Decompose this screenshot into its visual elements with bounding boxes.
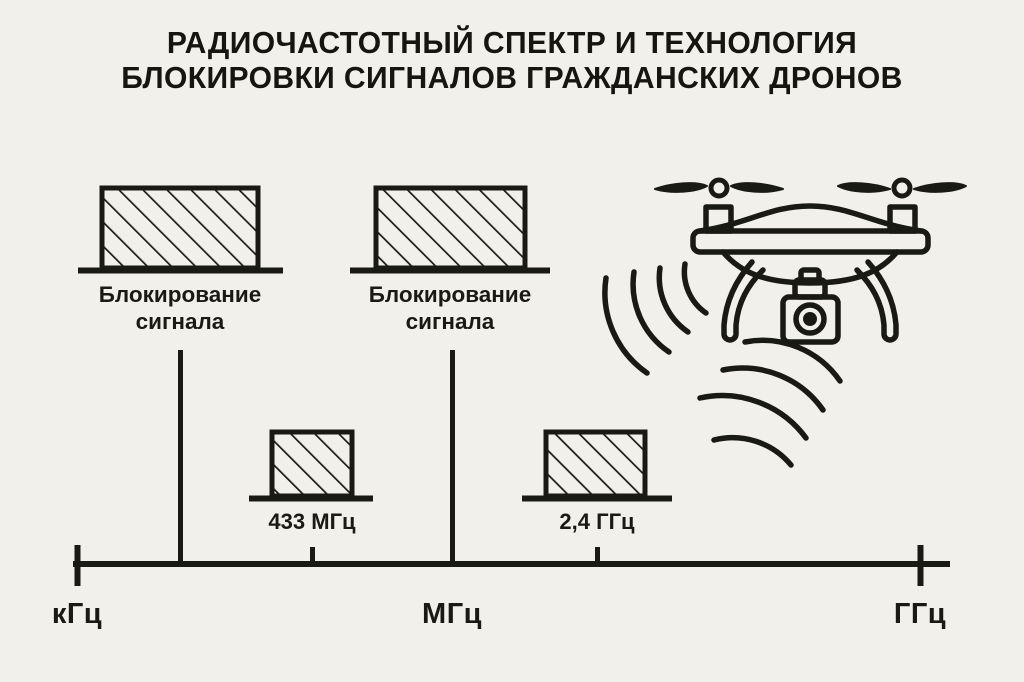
landing-leg-left [721,259,766,343]
signal-433-label: 433 МГц [268,509,356,534]
jammer-right-bar [373,185,528,271]
axis-label-mhz: МГц [422,598,482,630]
radio-wave-arcs-left [602,261,709,376]
radio-wave-arcs-lower [697,337,843,468]
propeller-hub-right [891,177,913,199]
propeller-hub-left [708,177,730,199]
frequency-axis [73,545,950,586]
signal-24-label: 2,4 ГГц [559,509,635,534]
signal-block-433 [249,429,373,502]
propeller-blade-left-inner [730,182,784,193]
camera-lens-outer [793,302,827,336]
jammer-block-left [78,185,283,274]
camera-housing [780,294,841,345]
signal-24-bar [543,429,648,499]
jammer-left-label: Блокирование сигнала [60,281,300,336]
title-line-2: БЛОКИРОВКИ СИГНАЛОВ ГРАЖДАНСКИХ ДРОНОВ [121,59,903,95]
drone-body-deck [690,228,931,255]
propeller-blade-left-outer [654,182,708,193]
axis-label-ghz: ГГц [893,598,947,630]
drone-body-canopy [697,203,924,234]
jammer-block-right [350,185,550,274]
drone-icon [654,177,967,345]
signal-block-24 [522,429,672,502]
jammer-right-label-line1: Блокирование [368,282,532,307]
propeller-blade-right-inner [837,182,891,193]
jammer-right-label: Блокирование сигнала [330,281,570,336]
page-title: РАДИОЧАСТОТНЫЙ СПЕКТР И ТЕХНОЛОГИЯ БЛОКИ… [0,25,1024,95]
jammer-left-label-line2: сигнала [135,309,225,335]
propeller-blade-right-outer [913,182,967,193]
axis-label-khz: кГц [51,598,103,630]
landing-leg-right [854,259,899,343]
title-line-1: РАДИОЧАСТОТНЫЙ СПЕКТР И ТЕХНОЛОГИЯ [166,25,858,60]
jammer-left-bar [99,185,261,271]
jammer-left-label-line1: Блокирование [98,282,262,307]
gimbal-arm [798,267,822,285]
camera-lens-inner [803,312,817,326]
jammer-right-label-line2: сигнала [405,309,495,335]
signal-433-bar [269,429,355,499]
